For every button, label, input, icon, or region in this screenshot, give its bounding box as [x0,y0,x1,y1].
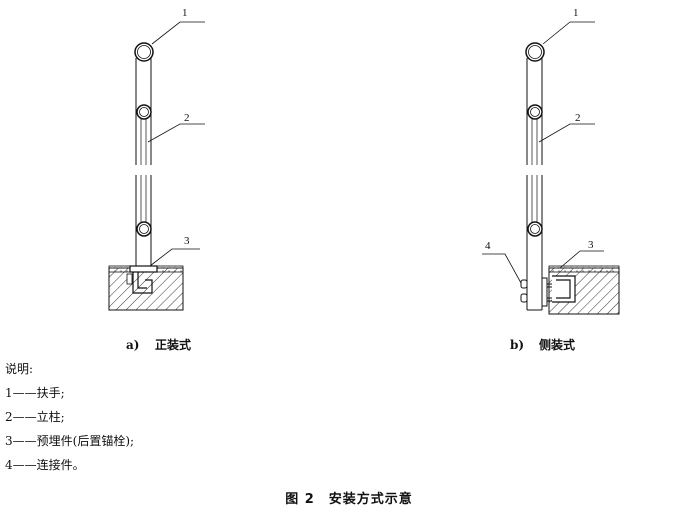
embedded-anchor-b [552,275,576,303]
diagram-a-front-mount [108,21,205,311]
callout-embed-b: 3 [588,239,594,251]
legend-item: 3——预埋件(后置锚栓); [5,434,135,448]
figure-caption: 图 2 安装方式示意 [285,492,413,507]
subcaption-a-label: a) [126,338,140,352]
leader-lines-b [482,21,604,284]
handrail-b [525,42,545,62]
rail-hole-b-low [527,221,543,237]
legend-item: 1——扶手; [5,386,65,400]
leader-lines-a [147,21,205,267]
rail-hole-a-low [136,221,152,237]
diagram-b-side-mount [482,21,620,315]
callout-post-a: 2 [184,112,190,124]
subcaption-a-text: 正装式 [155,338,192,352]
post-b [526,58,543,311]
rail-hole-a-mid [136,104,152,120]
callout-handrail-a: 1 [182,7,188,19]
legend-item: 2——立柱; [5,410,65,424]
callout-embed-a: 3 [184,235,190,247]
embedded-anchor-a [126,265,158,294]
rail-hole-b-mid [527,104,543,120]
callout-connector-b: 4 [485,240,491,252]
subcaption-b-label: b) [510,338,525,352]
post-a [135,58,152,268]
legend-title: 说明: [5,362,34,376]
legend-item: 4——连接件。 [5,458,85,472]
subcaption-b-text: 侧装式 [539,338,576,352]
legend: 说明: 1——扶手; 2——立柱; 3——预埋件(后置锚栓); 4——连接件。 [5,360,134,480]
handrail-a [134,42,154,62]
callout-handrail-b: 1 [573,7,579,19]
callout-post-b: 2 [575,112,581,124]
